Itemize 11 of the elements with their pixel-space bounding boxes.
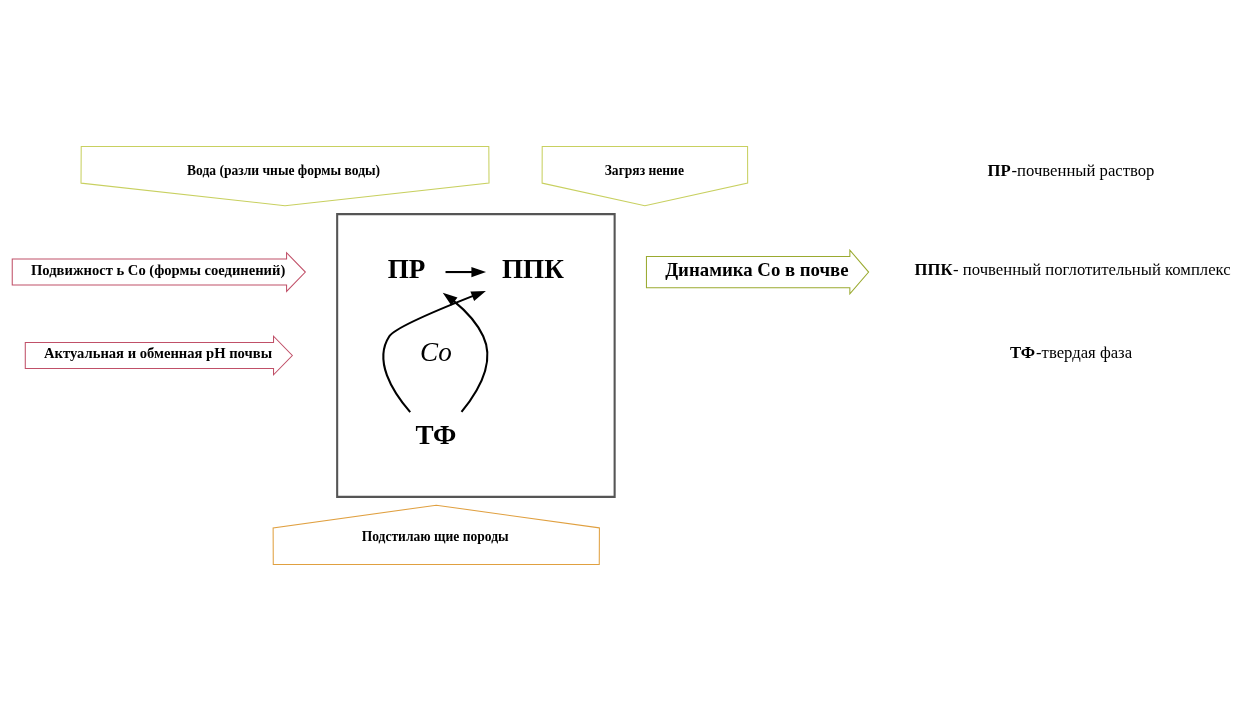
cluster	[336, 212, 616, 498]
label: ППК- почвенный поглотительный комплекс	[914, 259, 1231, 279]
node-text: ППК	[501, 253, 564, 284]
label: ТФ-твердая фаза	[1009, 342, 1133, 362]
label: Co	[420, 336, 452, 367]
arrow	[445, 266, 487, 277]
arrow	[382, 290, 486, 413]
label: ПР-почвенный раствор	[987, 160, 1155, 180]
arrow	[442, 292, 489, 413]
node-text: ТФ	[415, 419, 457, 450]
node-text: ПР	[387, 253, 426, 284]
